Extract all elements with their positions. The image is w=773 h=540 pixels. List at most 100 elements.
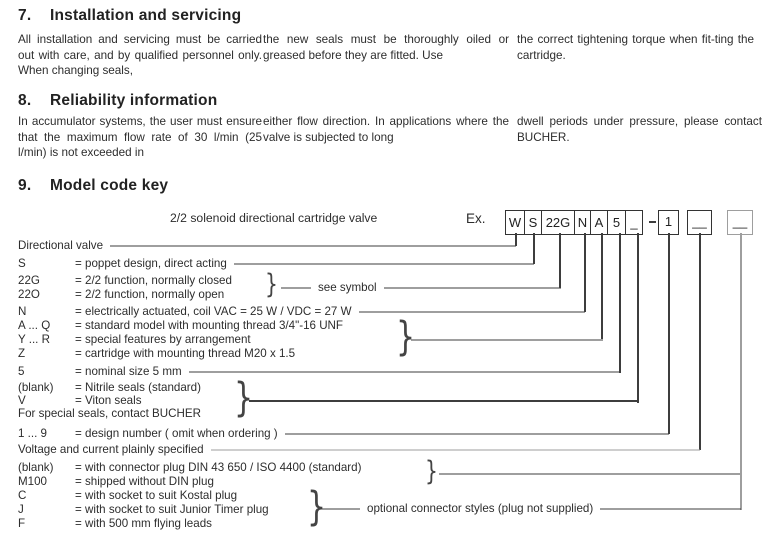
line-22g [559,233,561,288]
row-code: 22G [18,273,40,287]
row-flying-leads: F = with 500 mm flying leads [18,516,212,530]
row-code: 5 [18,364,25,378]
section-title: Installation and servicing [50,7,242,24]
row-desc: = special features by arrangement [75,332,251,346]
line-seals-brace [249,400,639,402]
row-viton: V = Viton seals [18,393,142,407]
connector-line [320,508,360,509]
row-desc: = Nitrile seals (standard) [75,380,201,394]
row-aq: A ... Q = standard model with mounting t… [18,318,343,332]
section-number: 9. [18,177,32,194]
connector-line [284,433,669,434]
row-desc: = poppet design, direct acting [75,256,227,270]
row-22o: 22O = 2/2 function, normally open [18,287,224,301]
code-cell-w: W [506,211,525,234]
section-9-heading: 9. Model code key [18,177,168,195]
connector-line [383,287,561,288]
row-code: J [18,502,24,516]
row-text: For special seals, contact BUCHER [18,406,201,420]
row-desc: = 2/2 function, normally closed [75,273,232,287]
connector-line [110,245,516,246]
line-s [533,233,535,264]
connector-line [600,508,741,509]
row-desc: = with 500 mm flying leads [75,516,212,530]
row-desc: = nominal size 5 mm [75,364,182,378]
row-special-seals: For special seals, contact BUCHER [18,406,201,420]
row-desc: = 2/2 function, normally open [75,287,225,301]
code-cell-22g: 22G [542,211,575,234]
line-design [668,233,670,434]
row-code: M100 [18,474,48,488]
row-code: V [18,393,26,407]
row-code: F [18,516,26,530]
row-desc: = cartridge with mounting thread M20 x 1… [75,346,296,360]
section-8-col3: dwell periods under pressure, please con… [517,115,762,144]
row-code: N [18,304,27,318]
brace-see-symbol: } [265,269,278,300]
section-title: Model code key [50,177,169,194]
see-symbol-label: see symbol [318,280,377,294]
line-w [515,233,517,246]
section-7-col1: All installation and servicing must be c… [18,33,262,78]
row-kostal: C = with socket to suit Kostal plug [18,488,237,502]
brace-mounting: } [396,314,416,360]
row-optional-note: optional connector styles (plug not supp… [320,501,741,515]
valve-type-label: 2/2 solenoid directional cartridge valve [170,211,378,225]
row-desc: = with connector plug DIN 43 650 / ISO 4… [75,460,362,474]
line-a [601,233,603,341]
connector-line [233,263,534,264]
row-directional-valve: Directional valve [18,238,516,252]
brace-optional-connectors: } [307,484,327,530]
row-code: C [18,488,27,502]
line-n [584,233,586,312]
section-7-col3: the correct tightening torque when fit-t… [517,33,754,62]
model-code-boxes: W S 22G N A 5 _ [505,210,643,235]
example-label: Ex. [466,211,486,226]
row-m100: M100 = shipped without DIN plug [18,474,214,488]
row-yr: Y ... R = special features by arrangemen… [18,332,251,346]
connector-line [210,449,700,450]
line-connector [740,233,742,510]
line-plug-brace [439,473,741,475]
row-din-plug: (blank) = with connector plug DIN 43 650… [18,460,361,474]
row-code: (blank) [18,380,54,394]
row-nitrile: (blank) = Nitrile seals (standard) [18,380,201,394]
section-8-col2: either flow direction. In applications w… [263,115,509,144]
row-desc: = design number ( omit when ordering ) [75,426,278,440]
row-z: Z = cartridge with mounting thread M20 x… [18,346,295,360]
row-text: Voltage and current plainly specified [18,442,204,456]
row-desc: = Viton seals [75,393,142,407]
row-desc: = with socket to suit Kostal plug [75,488,238,502]
row-code: Y ... R [18,332,51,346]
section-7-col2: the new seals must be thoroughly oiled o… [263,33,509,62]
section-8-heading: 8. Reliability information [18,92,217,110]
line-mounting-brace [411,339,603,341]
row-junior-timer: J = with socket to suit Junior Timer plu… [18,502,269,516]
row-code: 1 ... 9 [18,426,48,440]
section-8-col1: In accumulator systems, the user must en… [18,115,262,160]
row-code: 22O [18,287,40,301]
section-title: Reliability information [50,92,218,109]
row-desc: = standard model with mounting thread 3/… [75,318,344,332]
row-see-symbol: see symbol [281,280,561,294]
section-number: 7. [18,7,32,24]
dash-separator [649,221,656,223]
row-code: A ... Q [18,318,51,332]
brace-din-plug: } [425,456,438,487]
row-5: 5 = nominal size 5 mm [18,364,620,378]
brace-seals: } [234,375,254,421]
section-number: 8. [18,92,32,109]
row-code: (blank) [18,460,54,474]
row-code: Z [18,346,26,360]
code-cell-a: A [591,211,608,234]
row-desc: = shipped without DIN plug [75,474,214,488]
connector-line [188,371,620,372]
voltage-box: __ [687,210,712,235]
row-text: Directional valve [18,238,104,252]
code-cell-s: S [525,211,542,234]
connector-line [358,311,585,312]
code-cell-5: 5 [608,211,626,234]
code-cell-n: N [575,211,591,234]
row-code: S [18,256,26,270]
